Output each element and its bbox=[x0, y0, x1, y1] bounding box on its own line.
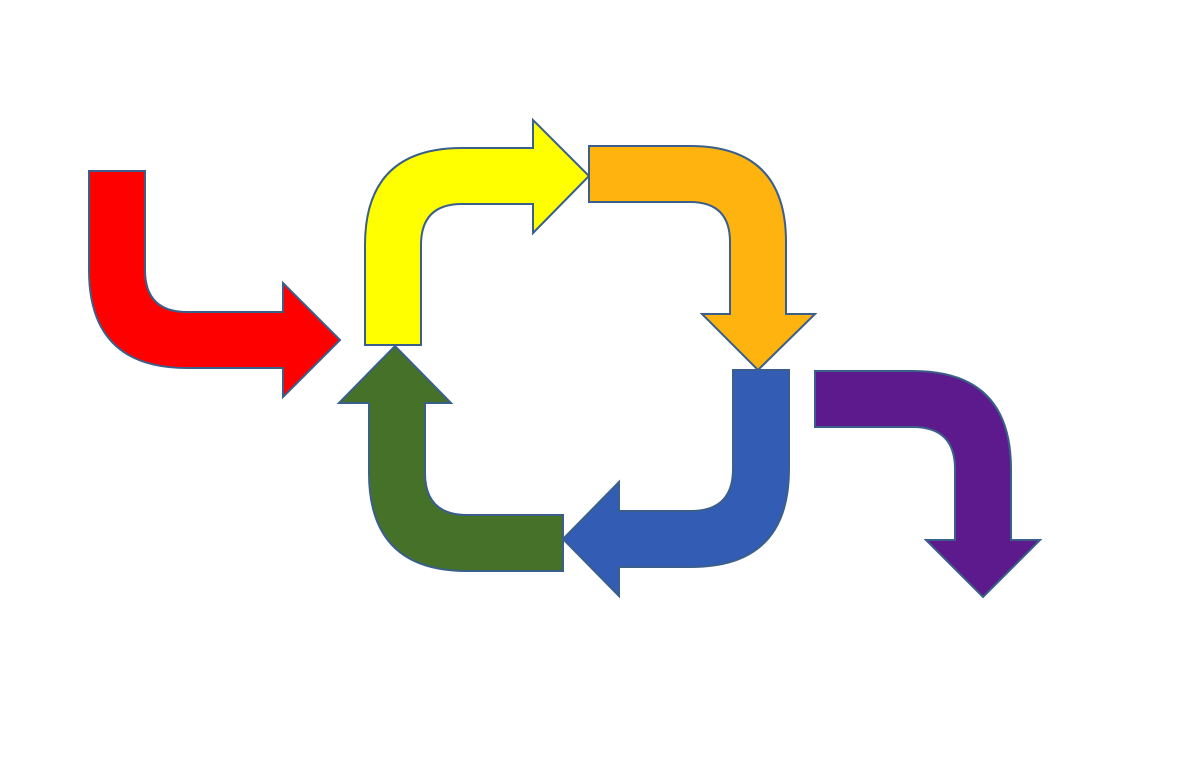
entry-arrow bbox=[88, 170, 342, 400]
cycle-arrow-bottom-left bbox=[336, 344, 564, 572]
cycle-arrow-bottom-right bbox=[561, 369, 790, 599]
exit-arrow bbox=[814, 370, 1043, 599]
cycle-arrow-top-right bbox=[588, 145, 818, 372]
cycle-arrow-top-left bbox=[364, 117, 591, 346]
